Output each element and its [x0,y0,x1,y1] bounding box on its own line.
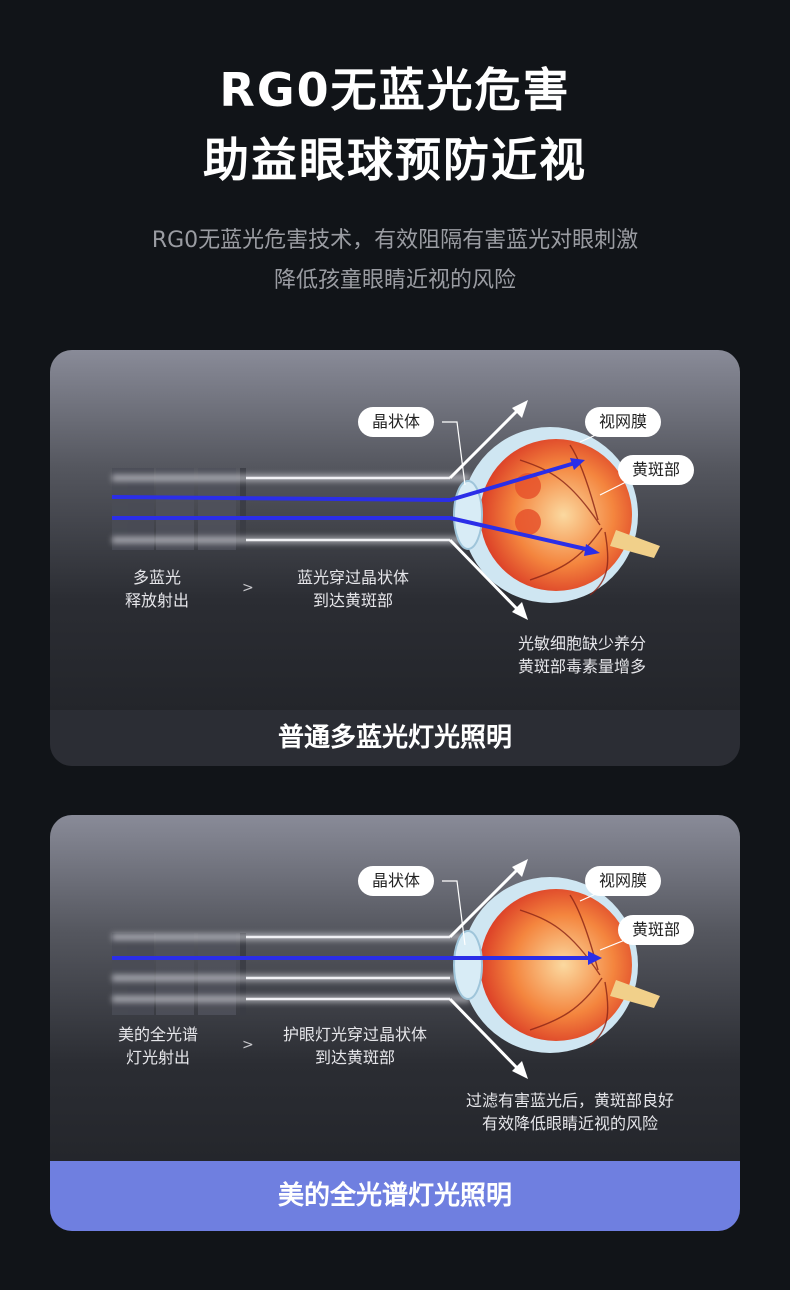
normal-lighting-title: 普通多蓝光灯光照明 [50,710,740,766]
reflect-arrows [448,865,522,1073]
pass-caption: 护眼灯光穿过晶状体 到达黄斑部 [282,1025,427,1067]
full-spectrum-panel: 晶状体 视网膜 黄斑部 美的全光谱 灯光射出 > 护眼灯光穿过晶状体 到达黄斑部… [50,815,740,1231]
eyeball [453,877,660,1053]
step-separator: > [242,580,254,596]
hero-title-line2: 助益眼球预防近视 [203,133,587,187]
hero-subtitle-line1: RG0无蓝光危害技术，有效阻隔有害蓝光对眼刺激 [151,228,639,253]
source-caption: 美的全光谱 灯光射出 [117,1025,198,1067]
result-caption: 光敏细胞缺少养分 黄斑部毒素量增多 [517,634,646,676]
full-spectrum-eye-illustration [112,859,660,1079]
source-caption: 多蓝光 释放射出 [124,568,189,610]
hero-subtitle-line2: 降低孩童眼睛近视的风险 [273,268,516,293]
normal-lighting-panel: 晶状体 视网膜 黄斑部 多蓝光 释放射出 > 蓝光穿过晶状体 到达黄斑部 光敏细… [50,350,740,766]
normal-eye-illustration [111,400,660,620]
light-source-slats [112,933,246,1015]
macula-label: 黄斑部 [618,455,695,485]
blue-rays [111,461,591,552]
result-caption: 过滤有害蓝光后，黄斑部良好 有效降低眼睛近视的风险 [465,1091,674,1133]
lens-label: 晶状体 [358,866,435,896]
reflect-arrows [448,406,522,614]
light-source-slats [112,468,246,550]
hero-title-line1: RG0无蓝光危害 [219,63,571,117]
step-separator: > [242,1037,254,1053]
lens-label: 晶状体 [358,407,435,437]
retina-label: 视网膜 [585,866,662,896]
macula-label: 黄斑部 [618,915,695,945]
full-spectrum-lighting-title: 美的全光谱灯光照明 [50,1161,740,1231]
pass-caption: 蓝光穿过晶状体 到达黄斑部 [296,568,409,610]
retina-label: 视网膜 [585,407,662,437]
